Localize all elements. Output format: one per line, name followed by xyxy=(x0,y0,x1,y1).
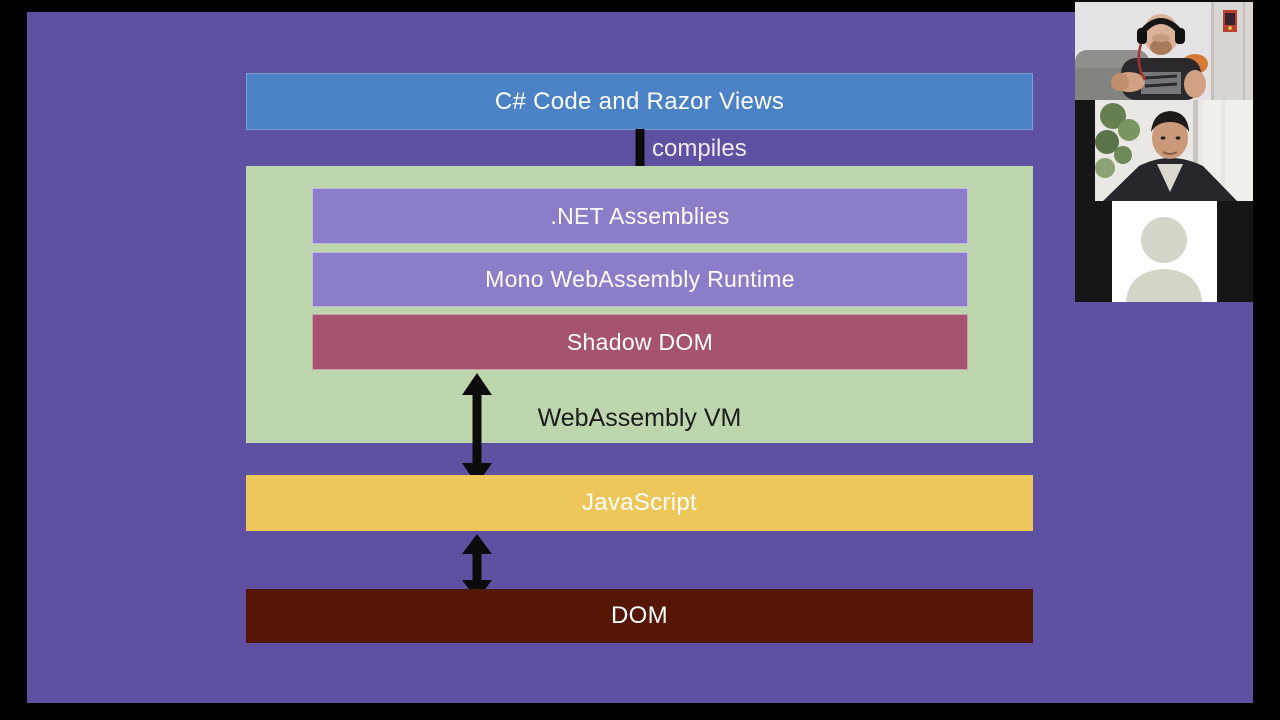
video-tile-participant-3[interactable] xyxy=(1075,201,1253,302)
javascript-label: JavaScript xyxy=(581,489,698,516)
dotnet-assemblies-node: .NET Assemblies xyxy=(312,188,968,244)
participant-2-video xyxy=(1075,100,1253,201)
video-tile-participant-2[interactable] xyxy=(1075,100,1253,201)
wasm-js-bidirectional-arrow-icon xyxy=(462,373,492,485)
participant-1-video xyxy=(1075,2,1253,100)
dom-label: DOM xyxy=(611,602,668,629)
dotnet-assemblies-label: .NET Assemblies xyxy=(550,202,730,229)
csharp-razor-label: C# Code and Razor Views xyxy=(494,87,785,115)
participant-video-panel xyxy=(1075,0,1253,302)
mono-runtime-node: Mono WebAssembly Runtime xyxy=(312,252,968,307)
shadow-dom-label: Shadow DOM xyxy=(566,328,714,355)
javascript-node: JavaScript xyxy=(246,475,1033,531)
csharp-razor-node: C# Code and Razor Views xyxy=(246,73,1033,130)
participant-3-avatar-placeholder-icon xyxy=(1075,201,1253,302)
wasm-vm-container: .NET Assemblies Mono WebAssembly Runtime… xyxy=(246,166,1033,443)
compiles-edge-label: compiles xyxy=(652,135,747,162)
shadow-dom-node: Shadow DOM xyxy=(312,314,968,370)
video-tile-participant-1[interactable] xyxy=(1075,2,1253,100)
dom-node: DOM xyxy=(246,589,1033,643)
presentation-slide: C# Code and Razor Views compiles .NET As… xyxy=(27,12,1253,703)
mono-runtime-label: Mono WebAssembly Runtime xyxy=(485,266,795,292)
wasm-vm-label: WebAssembly VM xyxy=(537,404,742,432)
